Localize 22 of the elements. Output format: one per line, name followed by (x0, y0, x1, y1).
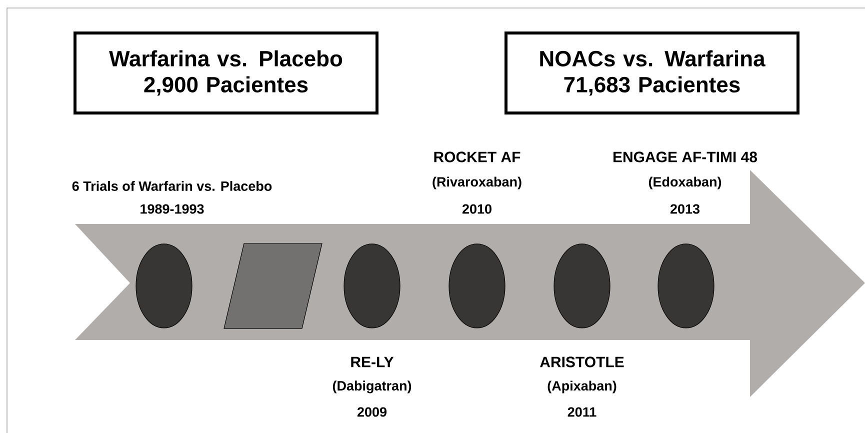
timeline-oval (136, 244, 192, 328)
timeline-label: 1989-1993 (140, 204, 204, 214)
timeline-label: (Apixaban) (548, 380, 616, 394)
timeline-label: 2010 (462, 204, 492, 214)
header-box: NOACs vs. Warfarina 71,683 Pacientes (504, 32, 800, 114)
timeline-oval (554, 244, 610, 328)
timeline-label: (Edoxaban) (648, 176, 722, 190)
timeline-label: ENGAGE AF-TIMI 48 (614, 152, 758, 162)
timeline-label: RE-LY (351, 356, 394, 368)
timeline-oval (344, 244, 400, 328)
timeline-label: 6 Trials of Warfarin vs. Placebo (72, 181, 272, 191)
timeline-label: 2013 (670, 204, 700, 214)
timeline-label: 2011 (568, 407, 596, 417)
timeline-label: ROCKET AF (434, 152, 520, 162)
timeline-label: (Rivaroxaban) (432, 176, 522, 190)
timeline-label: 2009 (357, 407, 387, 417)
timeline-label: (Dabigatran) (332, 380, 412, 394)
parallelogram-shape (224, 243, 322, 329)
timeline-label: ARISTOTLE (540, 356, 624, 368)
timeline-oval (658, 244, 714, 328)
timeline-oval (448, 244, 506, 328)
header-box: Warfarina vs. Placebo 2,900 Pacientes (74, 32, 378, 114)
